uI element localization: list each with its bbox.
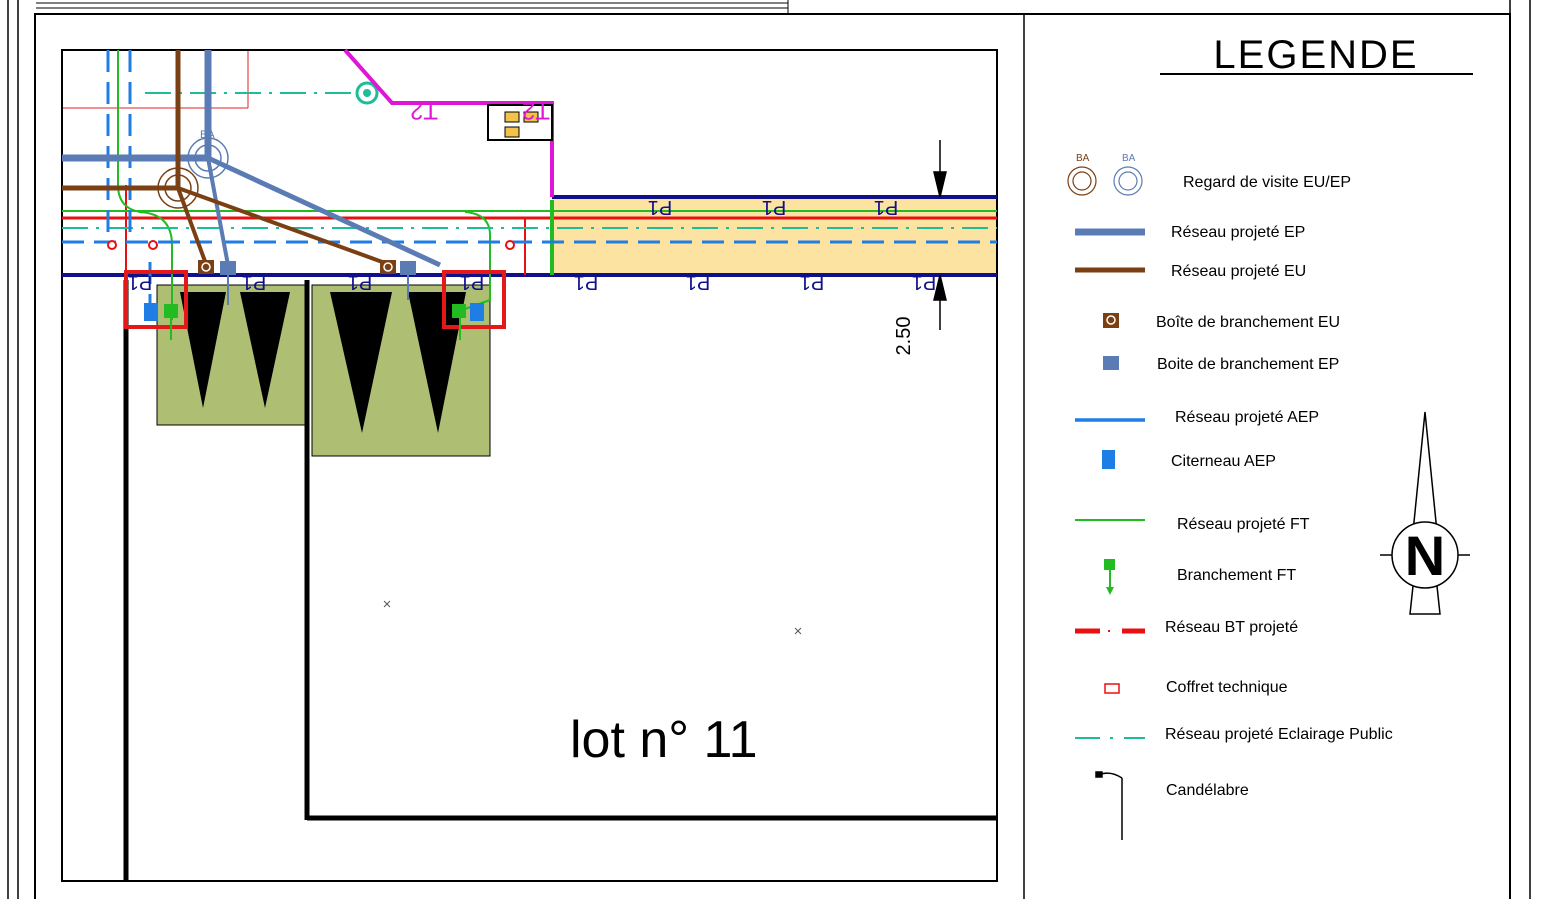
legend-title: LEGENDE bbox=[1213, 33, 1418, 77]
legend-item-label: Citerneau AEP bbox=[1171, 453, 1276, 470]
aep-network bbox=[62, 50, 997, 305]
p1-tag: P1 bbox=[648, 196, 672, 218]
service-box-right bbox=[442, 270, 506, 340]
p1-tag: P1 bbox=[686, 271, 710, 293]
p1-tag: P1 bbox=[874, 196, 898, 218]
transformer-tag-1: T2 bbox=[410, 97, 438, 124]
dimension-line bbox=[933, 140, 947, 330]
legend-item-label: Réseau projeté AEP bbox=[1175, 409, 1319, 426]
eu-connection-box-icon bbox=[198, 260, 396, 274]
existing-parcel-outline bbox=[62, 50, 249, 109]
street-lamp-icon bbox=[1095, 771, 1123, 840]
transformer-tag-2: T2 bbox=[522, 97, 550, 124]
ep-network bbox=[62, 50, 442, 268]
legend-item-label: Candélabre bbox=[1166, 782, 1249, 799]
north-arrow-icon bbox=[1380, 411, 1470, 615]
lighting-chamber bbox=[355, 81, 379, 105]
legend-item-label: Coffret technique bbox=[1166, 679, 1288, 696]
manhole-tag-ep: BA bbox=[1122, 153, 1136, 164]
dimension-value: 2.50 bbox=[893, 317, 915, 356]
legend-item-label: Réseau BT projeté bbox=[1165, 619, 1298, 636]
legend-item-label: Réseau projeté EU bbox=[1171, 263, 1306, 280]
transformer-station bbox=[487, 104, 553, 141]
manhole-tag: BA bbox=[200, 129, 215, 141]
service-box-left bbox=[124, 270, 188, 340]
p1-tag: P1 bbox=[242, 271, 266, 293]
legend-item-label: Branchement FT bbox=[1177, 567, 1296, 584]
legend-item-label: Boîte de branchement EU bbox=[1156, 314, 1340, 331]
p1-tag: P1 bbox=[460, 271, 484, 293]
manhole-tag-eu: BA bbox=[1076, 153, 1090, 164]
ep-connection-box-icon bbox=[220, 261, 416, 275]
plan-frame bbox=[61, 49, 998, 882]
legend-item-label: Réseau projeté FT bbox=[1177, 516, 1310, 533]
hta-network bbox=[343, 48, 554, 197]
p1-tag: P1 bbox=[348, 271, 372, 293]
legend-item-label: Regard de visite EU/EP bbox=[1183, 174, 1351, 191]
legend-item-label: Réseau projeté Eclairage Public bbox=[1165, 726, 1393, 743]
ep-branch-lines bbox=[227, 275, 409, 305]
lot-boundary bbox=[123, 280, 997, 881]
survey-points bbox=[383, 600, 802, 635]
plan-drawing: BA T2 T2 P1 P1 P1 P1 P1 P1 P1 P1 P1 P1 P… bbox=[61, 48, 998, 882]
eu-connection-box-icon bbox=[1103, 313, 1119, 328]
network-tags: P1 P1 P1 P1 P1 P1 P1 P1 P1 P1 P1 bbox=[128, 196, 936, 293]
p1-tag: P1 bbox=[800, 271, 824, 293]
p1-tag: P1 bbox=[912, 271, 936, 293]
road-edges bbox=[62, 195, 997, 277]
manhole-ep-icon bbox=[187, 137, 229, 179]
p1-tag: P1 bbox=[128, 271, 152, 293]
legend-item-label: Boite de branchement EP bbox=[1157, 356, 1339, 373]
ft-connection-icon bbox=[1104, 559, 1115, 595]
aep-meter-box-icon bbox=[1102, 450, 1115, 469]
north-label: N bbox=[1405, 524, 1445, 587]
lot-label: lot n° 11 bbox=[570, 711, 758, 769]
ft-network bbox=[62, 50, 997, 320]
manhole-eu-ep-icon: BA BA bbox=[1067, 153, 1143, 196]
sheet-frame bbox=[7, 0, 1531, 899]
manhole-eu-icon bbox=[157, 167, 199, 209]
legend-panel: LEGENDE BA BA Regard de visite EU/EP Rés… bbox=[1067, 33, 1473, 840]
ep-connection-box-icon bbox=[1103, 356, 1119, 370]
legend-item-label: Réseau projeté EP bbox=[1171, 224, 1305, 241]
p1-tag: P1 bbox=[762, 196, 786, 218]
p1-tag: P1 bbox=[574, 271, 598, 293]
bt-nodes bbox=[107, 240, 515, 250]
technical-box-icon bbox=[1104, 683, 1120, 694]
